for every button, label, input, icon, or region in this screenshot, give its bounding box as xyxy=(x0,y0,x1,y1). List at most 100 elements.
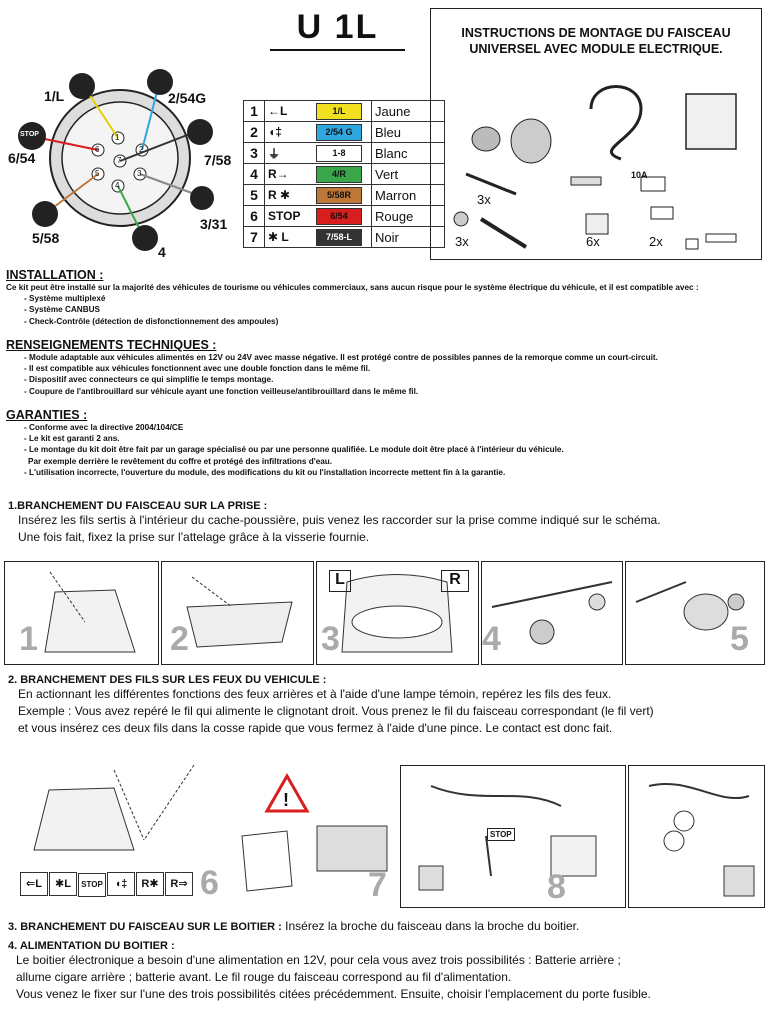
panel-2: 2 xyxy=(161,561,314,665)
pin-label-7: 7/58 xyxy=(204,152,232,168)
kit-parts-illustration xyxy=(453,85,737,250)
list-item: Il est compatible aux véhicules fonction… xyxy=(24,363,762,374)
list-item: Système multiplexé xyxy=(24,293,762,304)
wire-code: 7/58-L xyxy=(316,228,362,246)
pin-label-6: 6/54 xyxy=(8,150,36,166)
panel-number: 1 xyxy=(19,620,38,658)
pin-number-2: 2 xyxy=(139,145,144,154)
wire-code: 1-8 xyxy=(316,144,362,162)
wire-number: 5 xyxy=(243,184,265,206)
panel-5: 5 xyxy=(625,561,765,665)
function-icon: R ✱ xyxy=(268,188,291,203)
qty-cable-ties: 3x xyxy=(477,192,491,207)
left-label: L xyxy=(329,570,351,592)
page-title: U 1L xyxy=(270,8,405,51)
socket-diagram xyxy=(18,69,214,251)
wire-number: 7 xyxy=(243,226,265,248)
wire-code: 2/54 G xyxy=(316,123,362,141)
svg-text:!: ! xyxy=(283,790,289,810)
pin-label-4: 4 xyxy=(158,244,166,260)
panel-1: 1 xyxy=(4,561,159,665)
installation-heading: INSTALLATION : xyxy=(6,268,104,282)
wire-number: 2 xyxy=(243,121,265,143)
step4-line3: Vous venez le fixer sur l'une des trois … xyxy=(16,987,651,1001)
wire-number: 6 xyxy=(243,205,265,227)
panel-7: ! 7 xyxy=(232,766,398,906)
panel-number: 2 xyxy=(170,620,189,658)
list-item: L'utilisation incorrecte, l'ouverture du… xyxy=(24,467,762,478)
pin-number-4: 4 xyxy=(115,181,120,190)
wire-code: 4/R xyxy=(316,165,362,183)
wire-color: Rouge xyxy=(371,205,445,227)
right-label: R xyxy=(441,570,469,592)
list-item: Coupure de l'antibrouillard sur véhicule… xyxy=(24,386,762,397)
list-item: Module adaptable aux véhicules alimentés… xyxy=(24,352,762,363)
list-item: Dispositif avec connecteurs ce qui simpl… xyxy=(24,374,762,385)
panel-4: 4 xyxy=(481,561,623,665)
function-icon: ←L xyxy=(268,104,288,119)
step2-heading: 2. BRANCHEMENT DES FILS SUR LES FEUX DU … xyxy=(8,674,327,686)
wire-function: STOP 6/54 xyxy=(264,205,372,227)
step4-line1: Le boitier électronique a besoin d'une a… xyxy=(16,953,621,967)
wire-number: 4 xyxy=(243,163,265,185)
function-icon: STOP xyxy=(268,209,301,224)
list-item: Le montage du kit doit être fait par un … xyxy=(24,444,762,455)
list-item: Système CANBUS xyxy=(24,304,762,315)
panel-8: STOP 8 xyxy=(400,765,626,908)
wire-function: ✱ L 7/58-L xyxy=(264,226,372,248)
function-icon: ✱ L xyxy=(268,230,289,245)
panel-number: 5 xyxy=(730,620,749,658)
icon-stop: STOP xyxy=(78,873,106,897)
installation-intro: Ce kit peut être installé sur la majorit… xyxy=(6,283,699,292)
icon-position-right: R✱ xyxy=(136,872,164,896)
qty-bolts: 3x xyxy=(455,234,469,249)
list-item: Le kit est garanti 2 ans. xyxy=(24,433,762,444)
qty-fuses: 2x xyxy=(649,234,663,249)
function-icon: R→ xyxy=(268,167,289,182)
wire-number: 1 xyxy=(243,100,265,122)
pin-label-1: 1/L xyxy=(44,88,65,104)
wire-color: Noir xyxy=(371,226,445,248)
icon-position-left: ✱L xyxy=(49,872,77,896)
step1-line2: Une fois fait, fixez la prise sur l'atte… xyxy=(18,530,370,544)
icon-fog: ◖‡ xyxy=(107,872,135,896)
pin-number-5: 5 xyxy=(95,169,100,178)
pin-number-1: 1 xyxy=(115,133,120,142)
renseignements-list: Module adaptable aux véhicules alimentés… xyxy=(6,352,762,397)
step1-line1: Insérez les fils sertis à l'intérieur du… xyxy=(18,513,661,527)
wire-function: R→ 4/R xyxy=(264,163,372,185)
instructions-title: INSTRUCTIONS DE MONTAGE DU FAISCEAU UNIV… xyxy=(461,26,731,56)
panel-number: 7 xyxy=(368,866,387,904)
step3-heading: 3. BRANCHEMENT DU FAISCEAU SUR LE BOITIE… xyxy=(8,921,282,933)
panel-number: 4 xyxy=(482,620,501,658)
step2-line3: et vous insérez ces deux fils dans la co… xyxy=(18,721,613,735)
step4-line2: allume cigare arrière ; batterie avant. … xyxy=(16,970,512,984)
instructions-box: INSTRUCTIONS DE MONTAGE DU FAISCEAU UNIV… xyxy=(430,8,762,260)
panel-number: 3 xyxy=(321,620,340,658)
panel-number: 8 xyxy=(547,868,566,906)
stop-icon: STOP xyxy=(20,131,39,138)
wire-code: 6/54 xyxy=(316,207,362,225)
stop-label: STOP xyxy=(487,828,515,841)
pin-label-3: 3/31 xyxy=(200,216,228,232)
fuse-rating: 10A xyxy=(631,170,648,180)
table-row: 7✱ L 7/58-L Noir xyxy=(243,226,445,248)
wire-color: Jaune xyxy=(371,100,445,122)
icon-turn-right: R⇒ xyxy=(165,872,193,896)
step1-heading: 1.BRANCHEMENT DU FAISCEAU SUR LA PRISE : xyxy=(8,500,268,512)
wire-code: 5/58R xyxy=(316,186,362,204)
list-item: Conforme avec la directive 2004/104/CE xyxy=(24,422,762,433)
renseignements-heading: RENSEIGNEMENTS TECHNIQUES : xyxy=(6,338,217,352)
panel-3: L R 3 xyxy=(316,561,479,665)
wire-color: Marron xyxy=(371,184,445,206)
qty-connectors: 6x xyxy=(586,234,600,249)
function-icon: ⏚ xyxy=(268,146,281,161)
step3-text: Insérez la broche du faisceau dans la br… xyxy=(285,919,580,933)
garanties-extra: Par exemple derrière le revêtement du co… xyxy=(28,456,333,466)
